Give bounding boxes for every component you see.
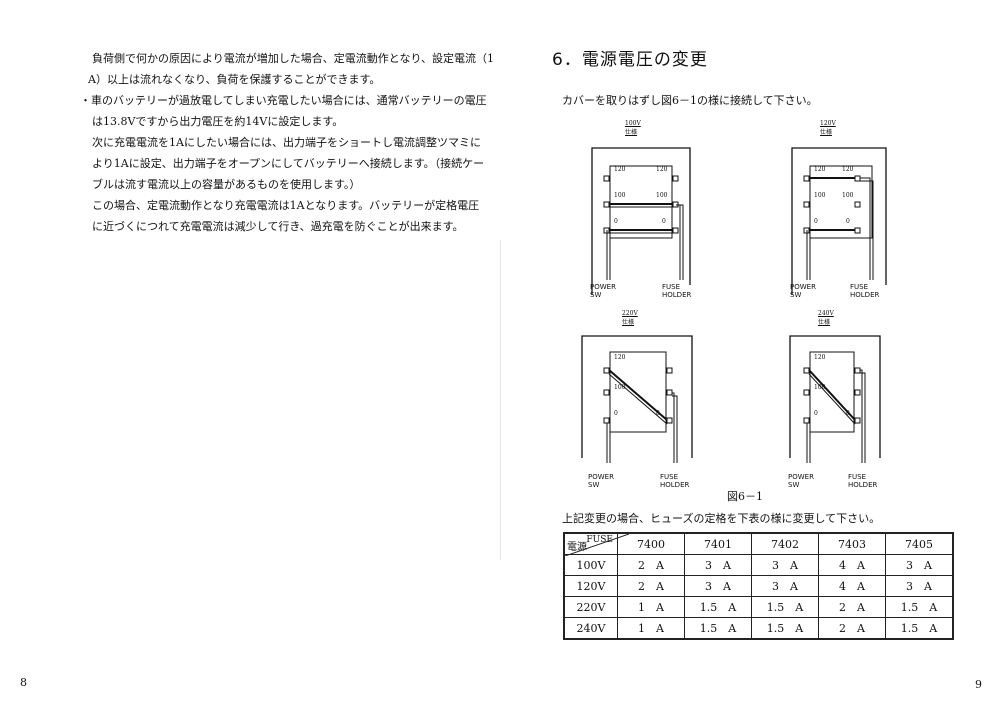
tap-label: 0: [814, 410, 818, 417]
tap-label: 0: [614, 410, 618, 417]
corner-fuse-label: FUSE: [586, 535, 613, 545]
paragraph-line: に近づくにつれて充電電流は減少して行き、過充電を防ぐことが出来ます。: [92, 220, 464, 233]
paragraph-line: 次に充電電流を1Aにしたい場合には、出力端子をショートし電流調整ツマミに: [92, 136, 481, 149]
column-header: 7402: [751, 532, 819, 555]
table-row: 100V 2 A 3 A 3 A 4 A 3 A: [563, 554, 954, 576]
fuse-cell: 2 A: [818, 617, 886, 640]
diagram-title: 220V仕様: [622, 310, 638, 326]
fuse-cell: 1.5 A: [684, 596, 752, 618]
corner-source-label: 電源: [567, 542, 587, 553]
tap-label: 0: [656, 410, 660, 417]
fuse-cell: 1.5 A: [684, 617, 752, 640]
fuse-cell: 1.5 A: [885, 596, 954, 618]
fuse-cell: 1.5 A: [751, 596, 819, 618]
tap-label: 0: [614, 218, 618, 225]
paragraph-line: は13.8Vですから出力電圧を約14Vに設定します。: [92, 115, 344, 128]
paragraph-line: より1Aに設定、出力端子をオープンにしてバッテリーへ接続します。（接続ケー: [92, 157, 485, 170]
tap-label: 100: [656, 192, 668, 199]
paragraph-line: 負荷側で何かの原因により電流が増加した場合、定電流動作となり、設定電流（1: [92, 52, 495, 65]
figure-caption: 図6－1: [727, 490, 763, 503]
voltage-cell: 100V: [563, 554, 618, 576]
corner-diagonal: [565, 534, 629, 556]
fuse-rating-table: FUSE 電源 7400 7401 7402 7403 7405 100V 2 …: [563, 532, 954, 640]
diagram-title: 240V仕様: [818, 310, 834, 326]
fuse-cell: 4 A: [818, 554, 886, 576]
table-row: 120V 2 A 3 A 3 A 4 A 3 A: [563, 575, 954, 597]
power-switch-label: POWER SW: [588, 473, 614, 489]
table-row: 220V 1 A 1.5 A 1.5 A 2 A 1.5 A: [563, 596, 954, 618]
fuse-holder-label: FUSE HOLDER: [660, 473, 690, 489]
diagram-title: 100V仕様: [625, 120, 641, 136]
tap-label: 120: [842, 166, 854, 173]
fuse-cell: 3 A: [751, 554, 819, 576]
fuse-cell: 1 A: [617, 596, 685, 618]
fuse-holder-label: FUSE HOLDER: [848, 473, 878, 489]
tap-label: 0: [814, 218, 818, 225]
fuse-holder-label: FUSE HOLDER: [850, 283, 880, 299]
column-header: 7403: [818, 532, 886, 555]
fuse-cell: 2 A: [617, 554, 685, 576]
diagram-240v-drawing: [789, 335, 881, 463]
tap-label: 0: [662, 218, 666, 225]
table-intro: 上記変更の場合、ヒューズの定格を下表の様に変更して下さい。: [562, 512, 881, 525]
power-switch-label: POWER SW: [788, 473, 814, 489]
column-header: 7405: [885, 532, 954, 555]
diagram-title: 120V仕様: [820, 120, 836, 136]
fuse-cell: 2 A: [617, 575, 685, 597]
page-fold: [500, 240, 501, 560]
left-page-text: 負荷側で何かの原因により電流が増加した場合、定電流動作となり、設定電流（1 A）…: [80, 48, 494, 237]
tap-label: 100: [614, 384, 626, 391]
fuse-cell: 1 A: [617, 617, 685, 640]
column-header: 7401: [684, 532, 752, 555]
page-number-right: 9: [975, 678, 982, 691]
fuse-cell: 3 A: [751, 575, 819, 597]
paragraph-line: A）以上は流れなくなり、負荷を保護することができます。: [88, 73, 381, 86]
power-switch-label: POWER SW: [790, 283, 816, 299]
tap-label: 0: [846, 218, 850, 225]
tap-label: 120: [814, 354, 826, 361]
tap-label: 120: [614, 166, 626, 173]
tap-label: 100: [614, 192, 626, 199]
diagram-100v-drawing: [591, 147, 691, 295]
tap-label: 120: [614, 354, 626, 361]
power-switch-label: POWER SW: [590, 283, 616, 299]
fuse-cell: 1.5 A: [885, 617, 954, 640]
paragraph-line: ブルは流す電流以上の容量があるものを使用します。）: [92, 178, 361, 191]
tap-label: 120: [814, 166, 826, 173]
voltage-cell: 220V: [563, 596, 618, 618]
tap-label: 100: [842, 192, 854, 199]
fuse-cell: 1.5 A: [751, 617, 819, 640]
diagram-220v-drawing: [581, 335, 693, 463]
tap-label: 0: [846, 410, 850, 417]
tap-label: 100: [814, 384, 826, 391]
table-row: 240V 1 A 1.5 A 1.5 A 2 A 1.5 A: [563, 617, 954, 640]
section-title: 6．電源電圧の変更: [552, 50, 708, 70]
voltage-cell: 120V: [563, 575, 618, 597]
fuse-cell: 2 A: [818, 596, 886, 618]
intro-text: カバーを取りはずし図6－1の様に接続して下さい。: [562, 94, 818, 107]
diagram-120v-drawing: [791, 147, 887, 295]
paragraph-line: この場合、定電流動作となり充電電流は1Aとなります。バッテリーが定格電圧: [92, 199, 480, 212]
tap-label: 120: [656, 166, 668, 173]
fuse-cell: 3 A: [885, 554, 954, 576]
paragraph-line: ・車のバッテリーが過放電してしまい充電したい場合には、通常バッテリーの電圧: [80, 94, 487, 107]
table-corner-cell: FUSE 電源: [563, 532, 629, 556]
table-header-row: FUSE 電源 7400 7401 7402 7403 7405: [563, 532, 954, 556]
voltage-cell: 240V: [563, 617, 618, 640]
page-number-left: 8: [20, 676, 27, 689]
tap-label: 100: [814, 192, 826, 199]
fuse-cell: 4 A: [818, 575, 886, 597]
fuse-cell: 3 A: [684, 554, 752, 576]
fuse-cell: 3 A: [684, 575, 752, 597]
fuse-cell: 3 A: [885, 575, 954, 597]
fuse-holder-label: FUSE HOLDER: [662, 283, 692, 299]
